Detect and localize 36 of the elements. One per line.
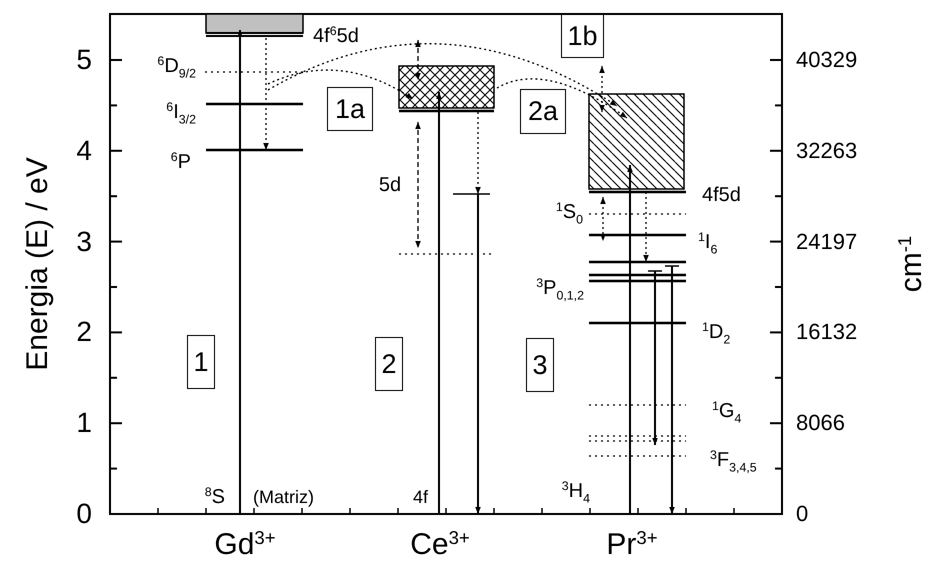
tick-label: 8066	[796, 412, 845, 434]
host-label: (Matriz)	[253, 488, 314, 506]
level-label: $^{6}$I$_{3/2}$	[166, 102, 196, 122]
label-box: 2a	[520, 89, 566, 134]
tick-label: 2	[76, 318, 92, 346]
level-label: $^{6}$P	[170, 152, 191, 172]
tick-label: 5	[76, 46, 92, 74]
label-box: 1b	[561, 14, 604, 58]
ion-label: Ce$^{3+}$	[410, 530, 470, 560]
label-box: 2	[375, 337, 403, 391]
level-label: 4f$^{6}$5d	[313, 26, 359, 46]
label-box: 1	[187, 335, 215, 389]
tick-label: 0	[796, 503, 808, 525]
level-label: $^{3}$H$_{4}$	[562, 481, 590, 501]
level-label: 4f	[412, 488, 428, 506]
level-label: $^{1}$I$_{6}$	[698, 232, 718, 252]
tick-label: 16132	[796, 321, 858, 344]
level-label: $^{6}$D$_{9/2}$	[157, 56, 196, 76]
tick-label: 4	[76, 136, 92, 165]
tick-label: 32263	[796, 140, 858, 162]
level-label: $^{1}$D$_{2}$	[702, 322, 730, 342]
tick-label: 3	[76, 228, 92, 256]
level-label: $^{1}$S$_{0}$	[556, 202, 583, 222]
tick-label: 40329	[796, 49, 858, 71]
tick-label: 24197	[796, 230, 858, 253]
level-label: 5d	[378, 175, 402, 195]
tick-label: 1	[76, 409, 92, 438]
ion-label: Gd$^{3+}$	[214, 530, 276, 560]
level-label: $^{1}$G$_{4}$	[712, 401, 742, 421]
axis-title: Energia (E) / eV	[23, 157, 53, 371]
label-box: 1a	[327, 87, 373, 131]
level-label: $^{8}$S	[204, 487, 225, 507]
tick-label: 0	[76, 500, 92, 528]
level-label: 4f5d	[702, 185, 741, 205]
ion-label: Pr$^{3+}$	[606, 530, 658, 560]
label-box: 3	[526, 338, 554, 392]
